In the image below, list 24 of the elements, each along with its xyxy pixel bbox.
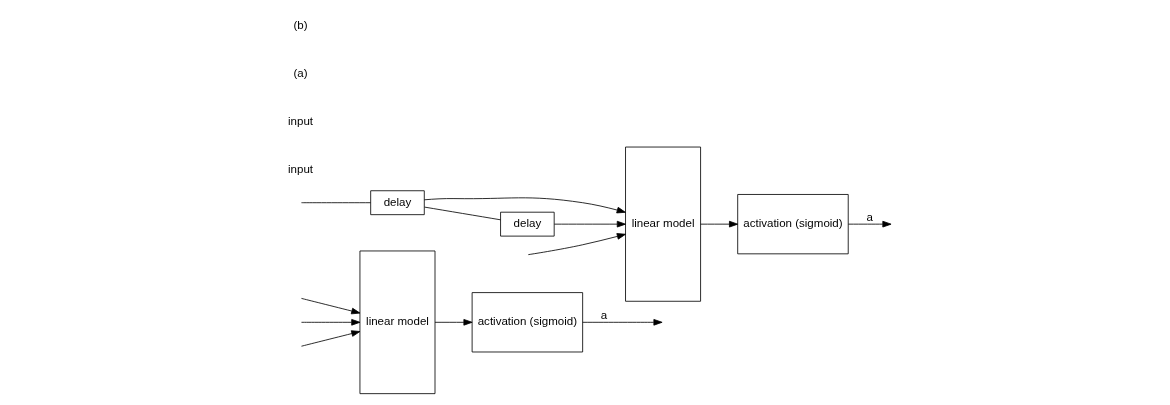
- arrow: [434, 319, 473, 326]
- arrow: [582, 319, 663, 326]
- arrow: [423, 197, 626, 214]
- connector: [424, 206, 501, 221]
- arrow: [700, 220, 739, 228]
- arrow: [301, 319, 361, 326]
- label: input: [288, 162, 314, 175]
- node-box: linear model: [359, 250, 436, 395]
- node-box: activation (sigmoid): [471, 292, 584, 353]
- label: input: [288, 114, 314, 127]
- edge-label: a: [600, 309, 608, 322]
- label: (a): [293, 67, 308, 80]
- arrow: [527, 233, 626, 256]
- connector: [301, 202, 371, 204]
- node-box: linear model: [625, 146, 701, 302]
- arrow: [301, 330, 361, 347]
- node-box: delay: [370, 190, 425, 216]
- label: (b): [293, 19, 308, 32]
- arrow: [301, 298, 361, 315]
- node-box: delay: [500, 211, 555, 237]
- node-box: activation (sigmoid): [737, 194, 849, 255]
- arrow: [553, 220, 626, 228]
- arrow: [848, 220, 892, 228]
- edge-label: a: [866, 211, 873, 224]
